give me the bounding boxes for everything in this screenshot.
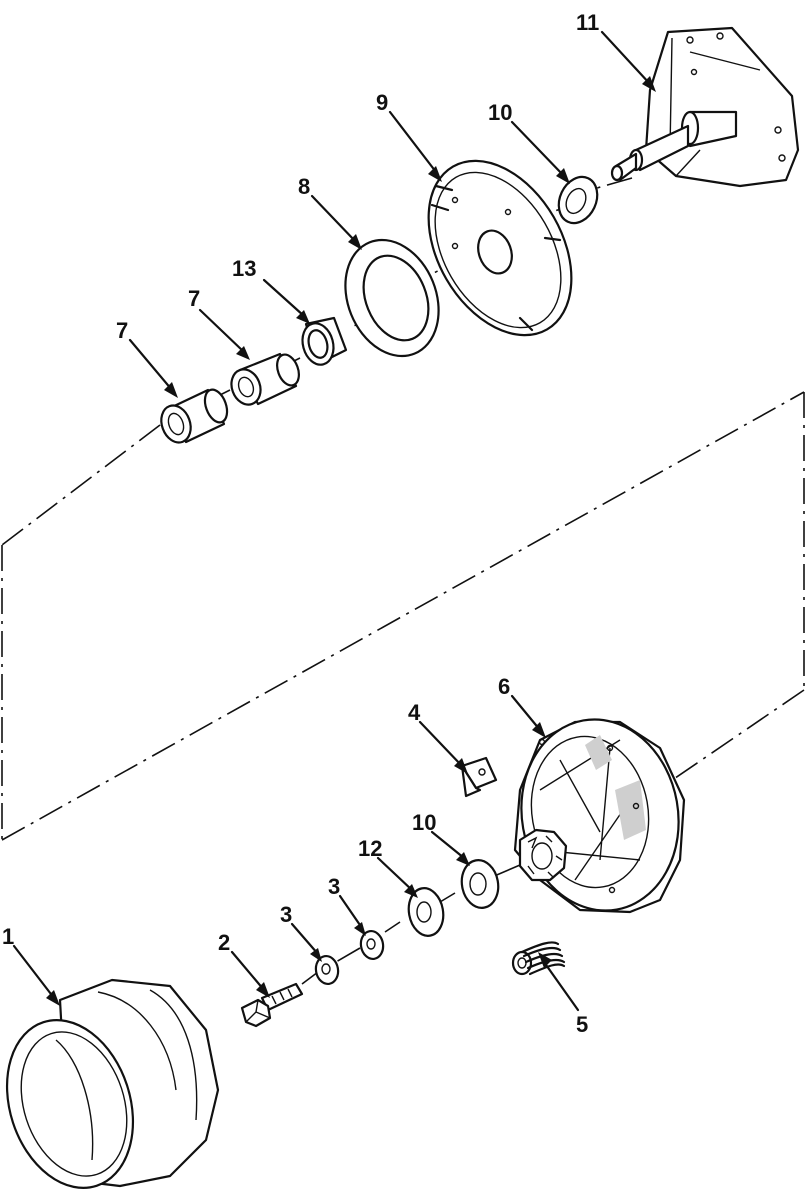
callout-9: 9 — [376, 90, 388, 115]
part-9-slotted-disc — [427, 159, 573, 337]
part-7-sleeve-left — [160, 388, 229, 444]
leader-12 — [376, 856, 414, 892]
callout-5: 5 — [576, 1012, 588, 1037]
leader-4 — [418, 720, 464, 768]
callout-numbers: 11 9 10 8 13 7 7 6 4 10 12 3 3 2 1 5 — [2, 10, 599, 1037]
leader-5 — [542, 960, 580, 1012]
part-11-spindle-bracket — [610, 26, 800, 188]
part-2-bolt — [240, 982, 304, 1028]
part-5-spring — [511, 941, 566, 976]
part-4-clip — [460, 756, 498, 798]
callout-6: 6 — [498, 674, 510, 699]
centerline-segment — [384, 921, 401, 933]
arrowhead-3-right — [354, 922, 366, 936]
callout-10-lower: 10 — [412, 810, 436, 835]
centerline-right-lower — [664, 689, 805, 786]
part-3-washer-left — [314, 954, 340, 986]
leader-3-left — [290, 922, 320, 956]
arrowhead-3-left — [310, 948, 322, 962]
part-13-seal — [301, 316, 348, 366]
leader-10-upper — [510, 120, 566, 178]
leader-9 — [388, 110, 438, 174]
leader-3-right — [338, 894, 364, 930]
arrowhead-1 — [46, 990, 60, 1006]
leader-13 — [262, 278, 306, 318]
callout-7-right: 7 — [188, 286, 200, 311]
centerline-segment — [335, 947, 361, 963]
arrowhead-9 — [428, 166, 442, 182]
callout-2: 2 — [218, 930, 230, 955]
centerline-diagonal — [1, 391, 805, 841]
centerline-segment — [589, 177, 633, 191]
centerline-segment — [484, 864, 521, 881]
arrowhead-8 — [348, 234, 362, 250]
leader-10-lower — [430, 830, 466, 860]
arrowhead-12 — [404, 884, 418, 898]
arrowhead-5 — [538, 952, 552, 968]
centerline-segment — [301, 971, 319, 985]
leader-7-right — [198, 308, 246, 354]
centerline-top-left — [1, 424, 161, 546]
callout-3-left: 3 — [280, 902, 292, 927]
part-3-washer-right — [359, 929, 385, 961]
callout-12: 12 — [358, 836, 382, 861]
part-10-washer-upper — [557, 175, 599, 225]
callout-13: 13 — [232, 256, 256, 281]
leader-7-left — [128, 338, 174, 392]
callout-8: 8 — [298, 174, 310, 199]
leader-1 — [12, 944, 56, 1000]
leader-lines — [12, 30, 656, 1012]
part-10-washer-lower — [460, 859, 500, 909]
callout-3-right: 3 — [328, 874, 340, 899]
arrowhead-7-left — [164, 382, 178, 398]
arrowhead-4 — [454, 758, 468, 774]
callout-1: 1 — [2, 924, 14, 949]
arrowhead-7-right — [236, 346, 250, 360]
callout-4: 4 — [408, 700, 421, 725]
part-6-hub — [513, 718, 686, 914]
leader-8 — [310, 194, 358, 244]
arrowhead-6 — [532, 722, 546, 738]
callout-7-left: 7 — [116, 318, 128, 343]
part-7-sleeve-right — [230, 352, 300, 406]
callout-10-upper: 10 — [488, 100, 512, 125]
leader-2 — [230, 950, 266, 992]
centerline-segment — [439, 892, 456, 903]
arrowhead-2 — [256, 982, 270, 998]
arrowhead-13 — [296, 310, 310, 324]
part-12-washer — [407, 887, 445, 937]
arrowhead-10-upper — [556, 168, 570, 184]
arrowhead-11 — [642, 76, 656, 92]
arrowhead-10-lower — [456, 852, 470, 866]
leader-11 — [600, 30, 652, 86]
callout-11: 11 — [576, 10, 599, 35]
leader-6 — [510, 694, 542, 732]
part-8-ring — [344, 238, 440, 358]
part-1-drum — [5, 978, 220, 1189]
